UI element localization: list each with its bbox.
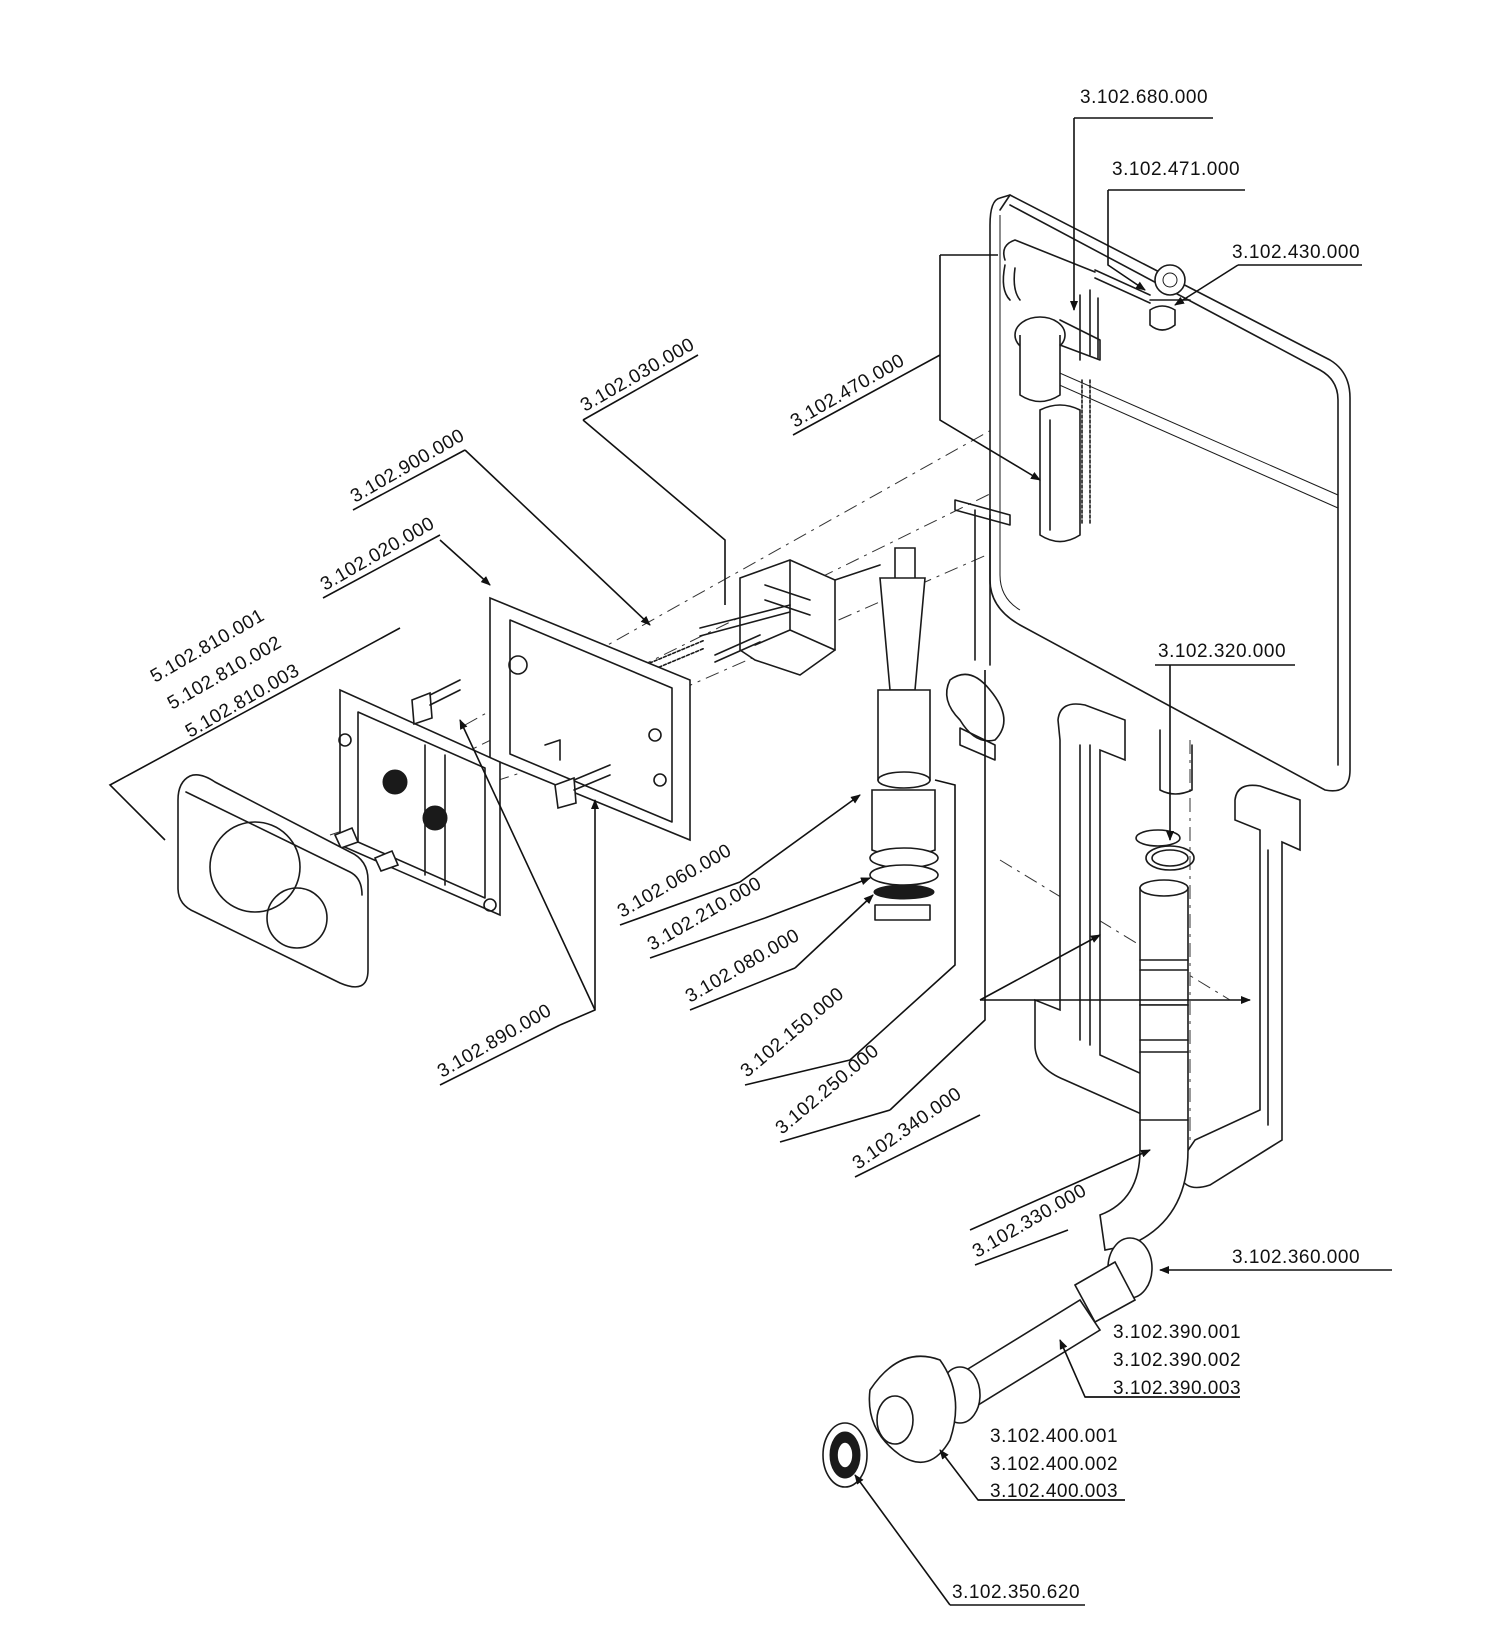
rosette-cone (868, 1355, 957, 1464)
label-3-102-430-000: 3.102.430.000 (1232, 242, 1360, 263)
label-underlines (322, 117, 1392, 1606)
label-3-102-020-000: 3.102.020.000 (317, 513, 438, 595)
fill-valve (1002, 239, 1151, 543)
label-3-102-030-000: 3.102.030.000 (577, 334, 698, 416)
push-rods (411, 679, 611, 810)
label-3-102-680-000: 3.102.680.000 (1080, 87, 1208, 108)
label-3-102-390-002: 3.102.390.002 (1113, 1350, 1241, 1371)
label-3-102-360-000: 3.102.360.000 (1232, 1247, 1360, 1268)
pipe-extension (939, 1260, 1137, 1424)
label-3-102-471-000: 3.102.471.000 (1112, 159, 1240, 180)
label-3-102-390-003: 3.102.390.003 (1113, 1378, 1241, 1399)
label-3-102-330-000: 3.102.330.000 (969, 1180, 1090, 1262)
threaded-rods (644, 604, 791, 674)
mounting-frame (489, 596, 691, 842)
flush-valve (869, 547, 939, 921)
label-3-102-470-000: 3.102.470.000 (787, 350, 908, 432)
label-3-102-340-000: 3.102.340.000 (849, 1083, 966, 1174)
leader-lines (108, 118, 1251, 1606)
label-3-102-400-002: 3.102.400.002 (990, 1454, 1118, 1475)
float-lever (945, 499, 1011, 761)
label-3-102-400-001: 3.102.400.001 (990, 1426, 1118, 1447)
flush-plate (177, 774, 369, 988)
label-3-102-080-000: 3.102.080.000 (682, 925, 803, 1007)
label-3-102-320-000: 3.102.320.000 (1158, 641, 1286, 662)
label-3-102-150-000: 3.102.150.000 (737, 983, 849, 1081)
screws (333, 826, 400, 872)
label-3-102-390-001: 3.102.390.001 (1113, 1322, 1241, 1343)
connector-nut (822, 1422, 868, 1488)
label-3-102-350-620: 3.102.350.620 (952, 1582, 1080, 1603)
label-3-102-890-000: 3.102.890.000 (434, 1000, 555, 1082)
actuator-bracket (739, 559, 881, 676)
isolation-valve (1149, 264, 1191, 331)
label-3-102-250-000: 3.102.250.000 (772, 1040, 884, 1138)
label-3-102-400-003: 3.102.400.003 (990, 1481, 1118, 1502)
label-3-102-900-000: 3.102.900.000 (347, 425, 468, 507)
seal-ring (1145, 845, 1195, 871)
